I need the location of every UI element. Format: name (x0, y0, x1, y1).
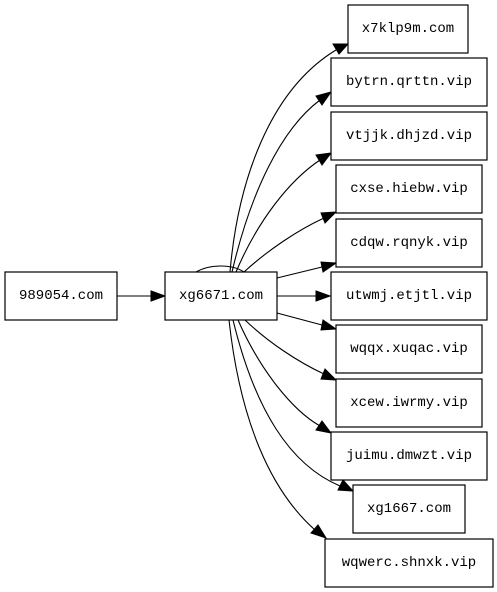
arrowhead-hub-to-xcew (320, 368, 338, 381)
arrowhead-root-to-hub (150, 290, 167, 302)
node-target[interactable]: bytrn.qrttn.vip (330, 57, 488, 107)
node-target-label: bytrn.qrttn.vip (346, 74, 472, 90)
node-target-label: vtjjk.dhjzd.vip (346, 128, 472, 144)
node-target[interactable]: xcew.iwrmy.vip (335, 378, 483, 428)
node-target-box (335, 218, 483, 268)
node-target-box (330, 111, 488, 161)
node-target-label: wqqx.xuqac.vip (350, 341, 468, 357)
edge-hub-to-bytrn (231, 99, 321, 273)
arrowhead-hub-to-wqwerc (310, 524, 328, 539)
node-target-label: x7klp9m.com (362, 21, 454, 37)
node-target-label: xcew.iwrmy.vip (350, 395, 468, 411)
node-target-box (335, 378, 483, 428)
node-target[interactable]: wqqx.xuqac.vip (335, 324, 483, 374)
node-target-box (324, 538, 494, 588)
edge-hub-to-juimu (237, 319, 321, 427)
node-target-label: juimu.dmwzt.vip (346, 448, 472, 464)
edge-hub-to-cdqw (276, 266, 323, 279)
node-target-box (330, 271, 488, 321)
node-target[interactable]: wqwerc.shnxk.vip (324, 538, 494, 588)
edge-hub-to-vtjjk (235, 159, 321, 273)
arrowhead-hub-to-utwmj (315, 290, 332, 302)
arrowhead-hub-to-cdqw (320, 261, 338, 273)
edge-hub-to-wqqx (276, 312, 323, 326)
node-root-box (4, 271, 118, 321)
arrowhead-hub-to-x7klp9m (332, 43, 350, 55)
nodes: 989054.com xg6671.com x7klp9m.com bytrn.… (4, 4, 494, 588)
node-root-label: 989054.com (19, 288, 103, 304)
node-target-box (335, 164, 483, 214)
node-target-box (335, 324, 483, 374)
node-target-box (330, 57, 488, 107)
edge-hub-to-xcew (244, 319, 325, 375)
node-target[interactable]: vtjjk.dhjzd.vip (330, 111, 488, 161)
arrowhead-hub-to-xg1667 (337, 479, 355, 492)
arrowhead-hub-to-juimu (315, 420, 333, 434)
edges (117, 43, 355, 539)
edge-hub-self-loop (195, 265, 245, 273)
edge-hub-to-x7klp9m (229, 49, 337, 273)
node-target[interactable]: xg1667.com (352, 484, 466, 534)
node-target-box (347, 4, 469, 54)
node-hub[interactable]: xg6671.com (164, 271, 278, 321)
node-target-label: xg1667.com (367, 501, 451, 517)
arrowhead-hub-to-wqqx (320, 319, 338, 331)
node-hub-box (164, 271, 278, 321)
node-target[interactable]: juimu.dmwzt.vip (330, 431, 488, 481)
node-target-label: cdqw.rqnyk.vip (350, 235, 468, 251)
node-target[interactable]: x7klp9m.com (347, 4, 469, 54)
node-target-box (352, 484, 466, 534)
edge-hub-to-xg1667 (232, 319, 341, 487)
node-root[interactable]: 989054.com (4, 271, 118, 321)
edge-hub-to-cxse (243, 217, 325, 273)
arrowhead-hub-to-cxse (320, 211, 338, 224)
node-target[interactable]: utwmj.etjtl.vip (330, 271, 488, 321)
edge-hub-to-wqwerc (228, 319, 316, 531)
node-target-box (330, 431, 488, 481)
node-target-label: cxse.hiebw.vip (350, 181, 468, 197)
node-hub-label: xg6671.com (179, 288, 263, 304)
arrowhead-hub-to-bytrn (315, 91, 333, 106)
node-target[interactable]: cxse.hiebw.vip (335, 164, 483, 214)
node-target[interactable]: cdqw.rqnyk.vip (335, 218, 483, 268)
arrowhead-hub-to-vtjjk (315, 152, 333, 166)
node-target-label: utwmj.etjtl.vip (346, 288, 472, 304)
node-target-label: wqwerc.shnxk.vip (342, 555, 476, 571)
